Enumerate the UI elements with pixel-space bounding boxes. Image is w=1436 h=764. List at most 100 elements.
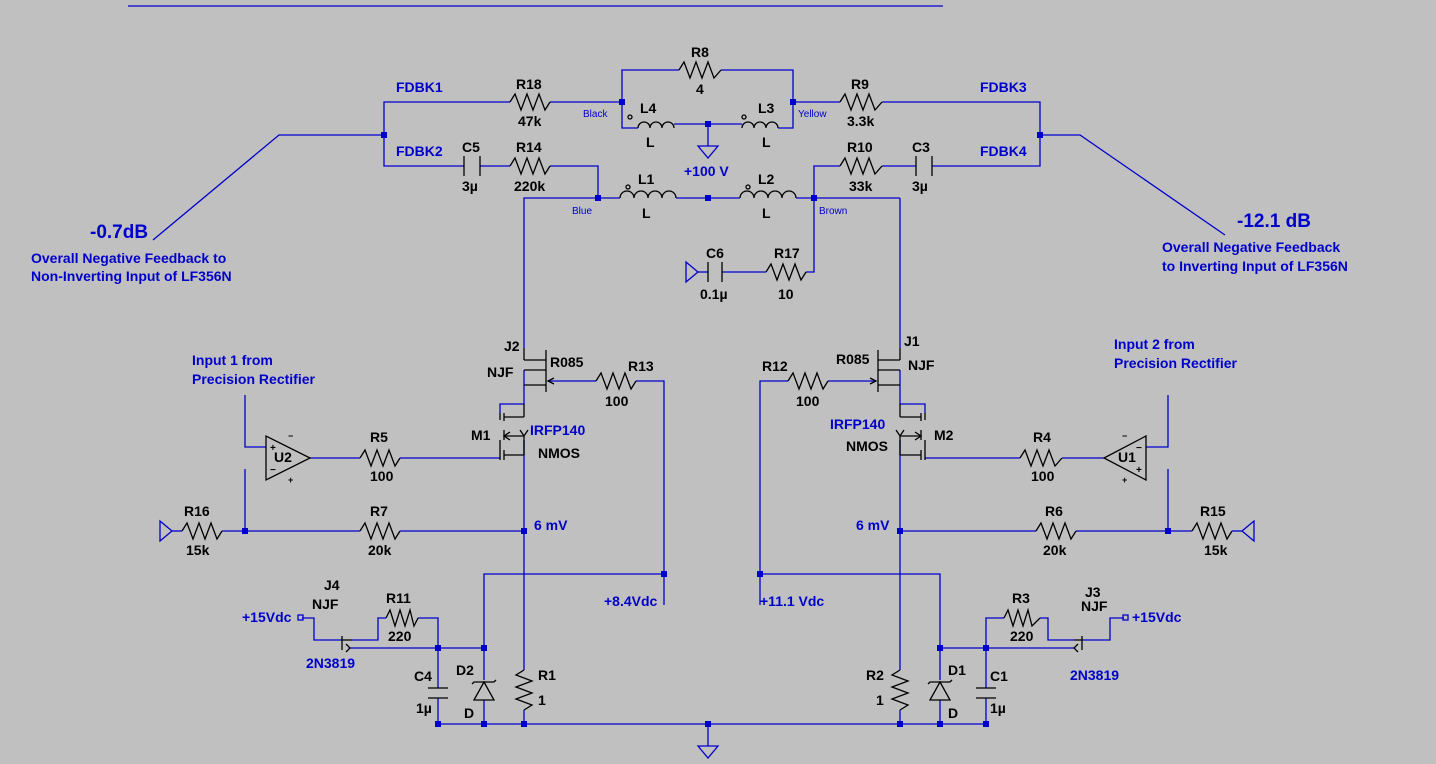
r5-name: R5 xyxy=(370,429,388,445)
c6-value: 0.1µ xyxy=(700,286,728,302)
r14-value: 220k xyxy=(514,178,545,194)
power-flag-icon xyxy=(297,614,304,621)
net-labels: FDBK1 FDBK2 FDBK3 FDBK4 xyxy=(396,79,1027,159)
j1-symbol xyxy=(869,348,901,392)
l3-value: L xyxy=(762,134,771,150)
r2-value: 1 xyxy=(876,692,884,708)
r17-symbol xyxy=(765,262,807,282)
r18-name: R18 xyxy=(516,76,542,92)
ground-icon xyxy=(696,145,720,160)
voltage-11-1vdc: +11.1 Vdc xyxy=(760,593,824,609)
feedback-left-line1: Overall Negative Feedback to xyxy=(31,250,226,266)
d2-name: D2 xyxy=(456,662,474,678)
net-label-fdbk3: FDBK3 xyxy=(980,79,1027,95)
m1-type: NMOS xyxy=(538,445,580,461)
voltage-8-4vdc: +8.4Vdc xyxy=(604,593,658,609)
db-right: -12.1 dB xyxy=(1237,211,1311,232)
r4-symbol xyxy=(1019,448,1063,468)
component-labels: R8 4 R18 47k R9 3.3k L4 L L3 L C5 3µ R14… xyxy=(184,44,1228,721)
svg-text:−: − xyxy=(1136,443,1142,454)
j1-type: NJF xyxy=(908,357,935,373)
feedback-right-line2: to Inverting Input of LF356N xyxy=(1162,258,1348,274)
r12-name: R12 xyxy=(762,358,788,374)
r1-symbol xyxy=(514,669,534,711)
svg-text:−: − xyxy=(1122,431,1127,441)
l1-dot-icon xyxy=(625,184,631,190)
c1-name: C1 xyxy=(990,668,1008,684)
r14-name: R14 xyxy=(516,139,542,155)
voltage-15vdc-right: +15Vdc xyxy=(1132,609,1182,625)
r5-symbol xyxy=(359,448,401,468)
c6-name: C6 xyxy=(706,245,724,261)
c4-symbol xyxy=(428,687,448,699)
l3-dot-icon xyxy=(741,114,747,120)
net-label-fdbk4: FDBK4 xyxy=(980,143,1027,159)
l3-symbol xyxy=(741,121,779,129)
r6-symbol xyxy=(1035,521,1077,541)
m2-name: M2 xyxy=(934,427,954,443)
svg-text:−: − xyxy=(270,465,276,476)
voltage-labels: +100 V 6 mV 6 mV +8.4Vdc +11.1 Vdc +15Vd… xyxy=(242,163,1182,625)
m1-symbol xyxy=(499,404,529,460)
r11-symbol xyxy=(385,607,419,629)
svg-text:+: + xyxy=(1122,475,1127,485)
l4-value: L xyxy=(646,134,655,150)
r11-name: R11 xyxy=(386,590,411,606)
r7-name: R7 xyxy=(370,503,388,519)
j3-symbol xyxy=(1073,636,1083,653)
j4-symbol xyxy=(341,636,352,653)
l1-symbol xyxy=(619,190,677,199)
m1-name: M1 xyxy=(471,427,491,443)
wire-color-labels: Black Yellow Blue Brown xyxy=(572,109,847,217)
r15-name: R15 xyxy=(1200,503,1226,519)
r13-value: 100 xyxy=(605,393,629,409)
r10-name: R10 xyxy=(847,139,873,155)
j2-symbol xyxy=(523,348,555,392)
svg-text:+: + xyxy=(1136,465,1142,476)
c4-value: 1µ xyxy=(416,700,432,716)
r4-value: 100 xyxy=(1031,468,1055,484)
voltage-100v: +100 V xyxy=(684,163,729,179)
l1-value: L xyxy=(642,205,651,221)
r18-symbol xyxy=(509,92,551,112)
r16-symbol xyxy=(181,521,223,541)
l4-symbol xyxy=(637,121,675,129)
r3-symbol xyxy=(1003,607,1041,629)
m2-type: NMOS xyxy=(846,438,888,454)
u2-name: U2 xyxy=(274,449,292,465)
r15-value: 15k xyxy=(1204,542,1228,558)
j2-model: R085 xyxy=(550,354,584,370)
wire-label-black: Black xyxy=(583,109,608,120)
j2-type: NJF xyxy=(487,364,514,380)
r18-value: 47k xyxy=(518,113,542,129)
d2-symbol xyxy=(471,679,497,701)
j3-type: NJF xyxy=(1081,598,1108,614)
r9-name: R9 xyxy=(851,76,869,92)
j4-type: NJF xyxy=(312,596,339,612)
r6-name: R6 xyxy=(1045,503,1063,519)
ground-icon xyxy=(685,260,700,284)
u1-name: U1 xyxy=(1118,449,1136,465)
r2-symbol xyxy=(890,669,910,711)
r13-symbol xyxy=(595,371,637,391)
r17-name: R17 xyxy=(774,245,800,261)
r6-value: 20k xyxy=(1043,542,1067,558)
input1-line1: Input 1 from xyxy=(192,352,273,368)
r15-symbol xyxy=(1191,521,1233,541)
feedback-left-line2: Non-Inverting Input of LF356N xyxy=(31,268,232,284)
voltage-6mv-right: 6 mV xyxy=(856,517,890,533)
l3-name: L3 xyxy=(758,100,775,116)
r12-value: 100 xyxy=(796,393,820,409)
r10-value: 33k xyxy=(849,178,873,194)
r4-name: R4 xyxy=(1033,429,1051,445)
m1-model: IRFP140 xyxy=(530,422,585,438)
svg-text:−: − xyxy=(288,431,293,441)
c1-symbol xyxy=(976,687,996,699)
j1-name: J1 xyxy=(904,333,920,349)
input1-line2: Precision Rectifier xyxy=(192,371,315,387)
r7-symbol xyxy=(359,521,401,541)
c3-value: 3µ xyxy=(912,178,928,194)
r9-symbol xyxy=(839,92,883,112)
d1-name: D1 xyxy=(948,662,966,678)
